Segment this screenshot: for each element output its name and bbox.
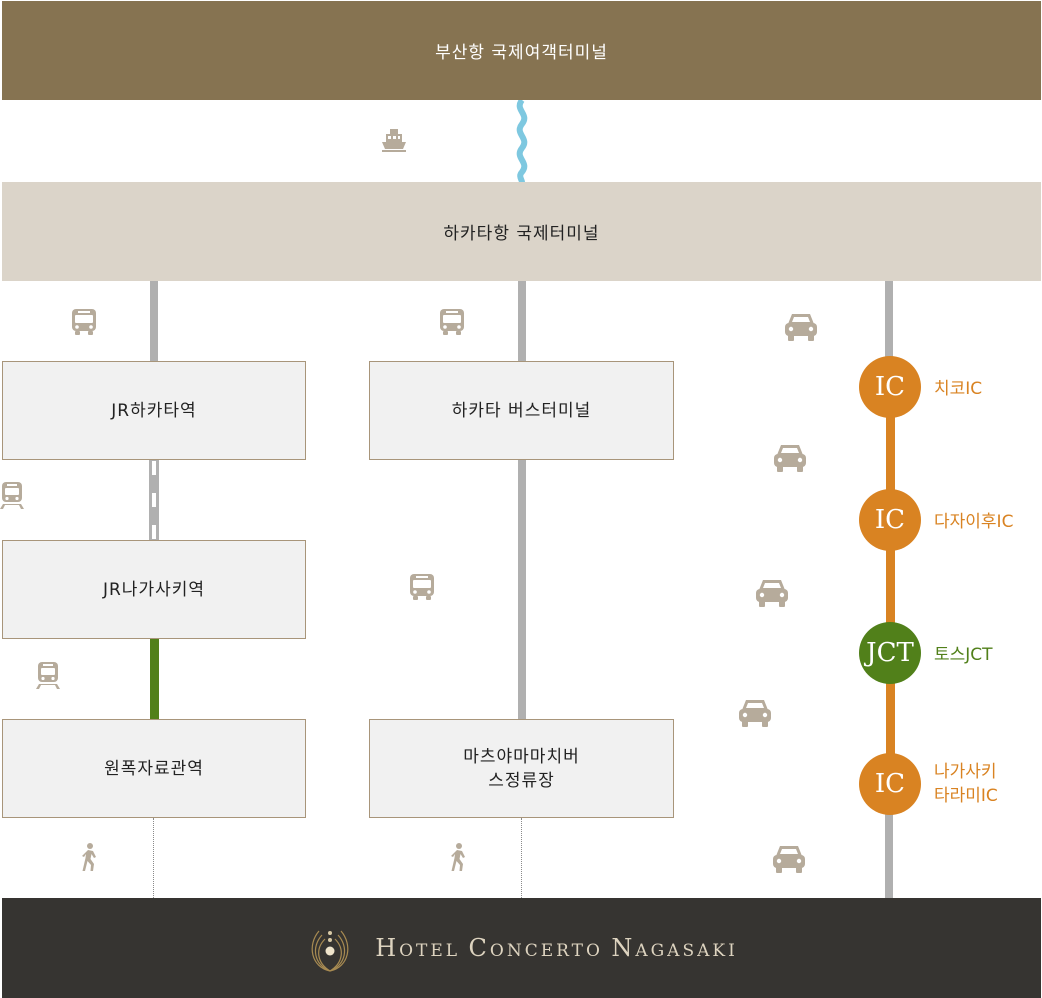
hotel-banner: HOTEL CONCERTO NAGASAKI bbox=[2, 898, 1041, 998]
bus-route-line bbox=[518, 459, 526, 719]
junction-label-dazaifu: 다자이후IC bbox=[934, 512, 1014, 532]
expressway-route-line bbox=[886, 390, 895, 790]
bus-icon bbox=[407, 572, 437, 602]
ic-badge: IC bbox=[859, 356, 921, 418]
car-icon bbox=[783, 310, 819, 344]
hotel-name-part: H bbox=[375, 934, 400, 962]
ferry-route-line bbox=[516, 100, 528, 182]
station-label: 하카타 버스터미널 bbox=[451, 400, 592, 421]
ic-badge: IC bbox=[859, 753, 921, 815]
hakata-port-terminal-label: 하카타항 국제터미널 bbox=[443, 224, 600, 244]
walking-person-icon bbox=[443, 842, 473, 872]
bus-icon bbox=[69, 307, 99, 337]
rail-route-line bbox=[150, 638, 159, 719]
bus-route-line bbox=[150, 281, 158, 361]
hotel-name-part: C bbox=[468, 934, 490, 962]
station-label: JR하카타역 bbox=[111, 400, 197, 421]
hotel-name-part: ONCERTO bbox=[489, 941, 612, 961]
ic-badge: IC bbox=[859, 489, 921, 551]
junction-label-nagasaki-tarami: 나가사키 타라미IC bbox=[934, 762, 998, 806]
walking-route-line bbox=[153, 818, 154, 898]
junction-label-tosu: 토스JCT bbox=[934, 645, 993, 665]
station-jr-nagasaki: JR나가사키역 bbox=[2, 540, 306, 639]
station-atomic-bomb-museum: 원폭자료관역 bbox=[2, 719, 306, 818]
expressway-line bbox=[885, 790, 893, 898]
ferry-icon bbox=[379, 125, 409, 155]
station-label: 마츠야마마치버 스정류장 bbox=[463, 746, 580, 791]
train-icon bbox=[0, 480, 27, 510]
station-hakata-bus-terminal: 하카타 버스터미널 bbox=[369, 361, 674, 460]
station-label: JR나가사키역 bbox=[102, 579, 206, 600]
hotel-name-part: N bbox=[611, 934, 636, 962]
car-icon bbox=[772, 441, 808, 475]
hotel-name-part: AGASAKI bbox=[635, 941, 738, 961]
car-icon bbox=[737, 696, 773, 730]
walking-person-icon bbox=[74, 842, 104, 872]
station-jr-hakata: JR하카타역 bbox=[2, 361, 306, 460]
bus-icon bbox=[437, 307, 467, 337]
hotel-name: HOTEL CONCERTO NAGASAKI bbox=[375, 934, 738, 962]
station-label: 원폭자료관역 bbox=[104, 758, 204, 779]
junction-label-chikko: 치코IC bbox=[934, 379, 983, 399]
busan-terminal-label: 부산항 국제여객터미널 bbox=[435, 43, 608, 63]
train-icon bbox=[33, 660, 63, 690]
rail-route-dashed-line bbox=[149, 459, 159, 541]
jct-badge: JCT bbox=[859, 622, 921, 684]
hotel-name-part: OTEL bbox=[399, 941, 469, 961]
car-icon bbox=[754, 576, 790, 610]
car-icon bbox=[771, 842, 807, 876]
expressway-line bbox=[885, 281, 893, 361]
station-matsuyamamachi-bus-stop: 마츠야마마치버 스정류장 bbox=[369, 719, 674, 818]
hakata-port-terminal-banner: 하카타항 국제터미널 bbox=[2, 182, 1041, 281]
bus-route-line bbox=[518, 281, 526, 361]
walking-route-line bbox=[521, 818, 522, 898]
hotel-logo-icon bbox=[311, 930, 349, 972]
busan-terminal-banner: 부산항 국제여객터미널 bbox=[2, 1, 1041, 100]
